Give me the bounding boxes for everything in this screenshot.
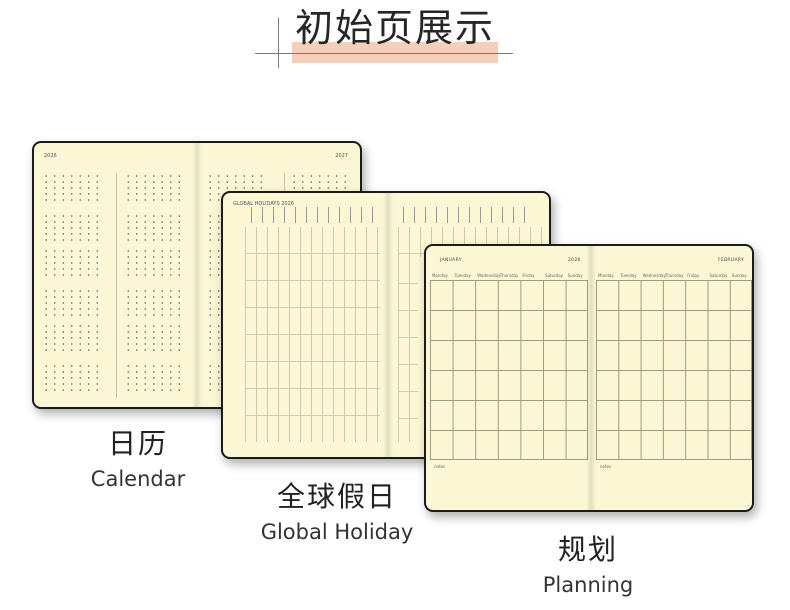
- holiday-column-header-mark: [273, 207, 274, 223]
- holiday-column-header-mark: [295, 207, 296, 223]
- calendar-year-left: 2026: [44, 153, 57, 159]
- holiday-column-header-mark: [480, 207, 481, 223]
- holiday-column-header-mark: [502, 207, 503, 223]
- holiday-column-header-mark: [306, 207, 307, 223]
- caption-planning-zh: 规划: [557, 533, 618, 566]
- mini-month-block: [42, 288, 102, 318]
- mini-month-block: [124, 213, 184, 243]
- caption-planning-en: Planning: [542, 573, 634, 597]
- holiday-heading: GLOBAL HOLIDAYS 2026: [233, 201, 294, 207]
- planning-weekday-label: Thursday: [664, 273, 684, 278]
- mini-month-block: [124, 248, 184, 278]
- caption-holiday-zh: 全球假日: [276, 480, 397, 513]
- holiday-column-header-mark: [469, 207, 470, 223]
- title-vertical-rule: [278, 18, 279, 68]
- holiday-column-header-mark: [251, 207, 252, 223]
- planning-notes-label: notes: [434, 464, 446, 469]
- planning-notebook-image: JANUARY 2026 FEBRUARY Monday Tuesday Wedne…: [424, 244, 754, 512]
- holiday-column-header-mark: [436, 207, 437, 223]
- page-title: 初始页展示: [294, 6, 495, 50]
- title-horizontal-rule: [255, 53, 513, 54]
- holiday-column-header-mark: [328, 207, 329, 223]
- holiday-column-header-mark: [524, 207, 525, 223]
- planning-weekday-label: Sunday: [731, 273, 747, 278]
- planning-weekday-label: Tuesday: [620, 273, 637, 278]
- holiday-column-header-mark: [425, 207, 426, 223]
- mini-month-block: [124, 363, 184, 393]
- planning-weekday-label: Tuesday: [454, 273, 471, 278]
- mini-month-block: [124, 173, 184, 203]
- holiday-column-header-mark: [361, 207, 362, 223]
- planning-weekday-label: Monday: [598, 273, 614, 278]
- planning-weekday-label: Wednesday: [642, 273, 666, 278]
- planning-weekday-label: Friday: [522, 273, 535, 278]
- caption-calendar-en: Calendar: [90, 467, 186, 491]
- holiday-column-header-mark: [491, 207, 492, 223]
- mini-month-block: [42, 363, 102, 393]
- planning-year: 2026: [568, 258, 581, 263]
- holiday-column-header-mark: [339, 207, 340, 223]
- mini-month-block: [124, 288, 184, 318]
- planning-weekday-label: Monday: [432, 273, 448, 278]
- caption-calendar-zh: 日历: [107, 427, 168, 460]
- mini-month-block: [42, 213, 102, 243]
- planning-weekday-label: Sunday: [567, 273, 583, 278]
- mini-month-block: [124, 323, 184, 353]
- holiday-column-header-mark: [284, 207, 285, 223]
- holiday-column-header-mark: [403, 207, 404, 223]
- mini-month-block: [42, 248, 102, 278]
- holiday-column-header-mark: [372, 207, 373, 223]
- planning-notes-label-right: notes: [600, 464, 612, 469]
- planning-weekday-label: Saturday: [709, 273, 728, 278]
- mini-month-block: [42, 173, 102, 203]
- holiday-column-header-mark: [317, 207, 318, 223]
- calendar-year-right: 2027: [335, 153, 348, 159]
- title-highlight: [292, 42, 498, 63]
- holiday-column-header-mark: [414, 207, 415, 223]
- planning-month-right: FEBRUARY: [718, 258, 745, 263]
- planning-weekday-label: Thursday: [499, 273, 519, 278]
- planning-month-left: JANUARY: [440, 258, 462, 263]
- planning-weekday-label: Friday: [687, 273, 700, 278]
- holiday-column-header-mark: [513, 207, 514, 223]
- mini-month-block: [42, 323, 102, 353]
- holiday-column-header-mark: [447, 207, 448, 223]
- holiday-column-header-mark: [262, 207, 263, 223]
- holiday-column-header-mark: [350, 207, 351, 223]
- caption-holiday-en: Global Holiday: [260, 520, 414, 544]
- holiday-column-header-mark: [458, 207, 459, 223]
- planning-weekday-label: Saturday: [545, 273, 564, 278]
- planning-weekday-label: Wednesday: [477, 273, 501, 278]
